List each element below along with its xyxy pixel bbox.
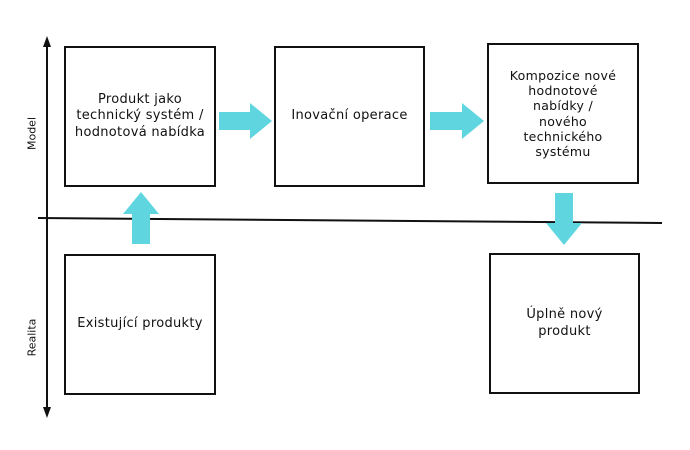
node-product-system: Produkt jako technický systém / hodnotov…	[64, 46, 216, 187]
node-new-product: Úplně nový produkt	[489, 253, 640, 394]
node-new-product-label: Úplně nový produkt	[526, 306, 603, 339]
arrow-innovation-to-composition	[430, 103, 484, 139]
node-existing-products: Existující produkty	[64, 254, 216, 395]
axis-label-model: Model	[25, 116, 39, 151]
arrow-composition-to-newproduct	[546, 193, 582, 245]
arrow-product-to-innovation	[219, 103, 272, 139]
axis-label-reality: Realita	[25, 318, 39, 357]
node-composition-label: Kompozice nové hodnotové nabídky / novéh…	[509, 67, 617, 159]
node-composition: Kompozice nové hodnotové nabídky / novéh…	[487, 43, 639, 184]
node-product-system-label: Produkt jako technický systém / hodnotov…	[74, 91, 206, 140]
axis-arrowhead-up	[43, 36, 51, 47]
node-existing-products-label: Existující produkty	[77, 316, 203, 332]
arrow-existing-to-product	[123, 192, 159, 244]
node-innovation-operations-label: Inovační operace	[291, 108, 408, 124]
node-innovation-operations: Inovační operace	[274, 46, 425, 187]
axis-arrowhead-down	[43, 407, 51, 418]
